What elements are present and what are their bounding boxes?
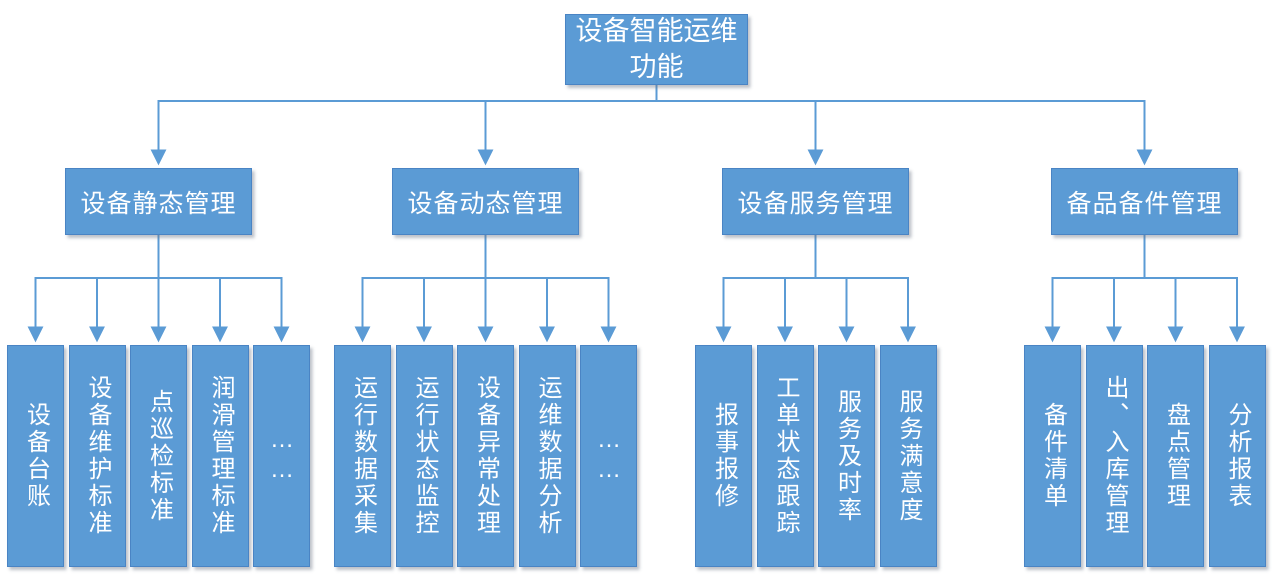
leaf-node-label: …… (595, 426, 623, 486)
branch-node-service-mgmt: 设备服务管理 (722, 168, 909, 235)
root-node-label: 设备智能运维功能 (575, 16, 738, 82)
leaf-node-label: 分析报表 (1224, 402, 1251, 510)
branch-node-label: 设备服务管理 (737, 189, 894, 218)
leaf-node-label: 点巡检标准 (145, 388, 173, 524)
leaf-node-dynamic-more: …… (580, 345, 637, 567)
leaf-node-equipment-ledger: 设备台账 (7, 345, 64, 567)
leaf-node-spareparts-list: 备件清单 (1024, 345, 1081, 567)
leaf-node-label: 设备台账 (22, 402, 50, 510)
leaf-node-label: 设备异常处理 (472, 375, 500, 537)
branch-node-dynamic-mgmt: 设备动态管理 (392, 168, 579, 235)
leaf-node-stocktaking-mgmt: 盘点管理 (1147, 345, 1204, 567)
leaf-node-label: 服务及时率 (833, 388, 861, 524)
leaf-node-anomaly-handling: 设备异常处理 (457, 345, 514, 567)
branch-node-spareparts-mgmt: 备品备件管理 (1051, 168, 1238, 235)
leaf-node-label: 报事报修 (710, 402, 738, 510)
branch-node-label: 设备静态管理 (80, 189, 237, 218)
leaf-node-label: 盘点管理 (1162, 402, 1190, 510)
leaf-node-label: 工单状态跟踪 (772, 375, 799, 537)
leaf-node-om-data-analysis: 运维数据分析 (518, 345, 576, 567)
leaf-node-label: 运行状态监控 (411, 375, 438, 537)
leaf-node-lubrication-standard: 润滑管理标准 (191, 345, 249, 567)
leaf-node-label: 设备维护标准 (84, 375, 111, 537)
leaf-node-label: 运维数据分析 (534, 375, 561, 537)
leaf-node-label: 运行数据采集 (349, 375, 377, 537)
leaf-node-workorder-tracking: 工单状态跟踪 (756, 345, 814, 567)
leaf-node-repair-report: 报事报修 (695, 345, 752, 567)
leaf-node-label: 润滑管理标准 (207, 375, 234, 537)
leaf-node-service-satisfaction: 服务满意度 (879, 345, 937, 567)
leaf-node-maintenance-standard: 设备维护标准 (68, 345, 126, 567)
leaf-node-label: 出、入库管理 (1101, 375, 1128, 537)
leaf-node-inspection-standard: 点巡检标准 (130, 345, 187, 567)
branch-node-label: 设备动态管理 (407, 189, 564, 218)
root-node: 设备智能运维功能 (565, 14, 748, 85)
leaf-node-inout-warehouse-mgmt: 出、入库管理 (1085, 345, 1143, 567)
leaf-node-data-collection: 运行数据采集 (334, 345, 391, 567)
leaf-node-label: 服务满意度 (895, 388, 922, 524)
leaf-node-label: …… (268, 426, 296, 486)
leaf-node-label: 备件清单 (1039, 402, 1067, 510)
leaf-node-status-monitoring: 运行状态监控 (395, 345, 453, 567)
branch-node-static-mgmt: 设备静态管理 (65, 168, 252, 235)
leaf-node-service-timeliness: 服务及时率 (818, 345, 875, 567)
branch-node-label: 备品备件管理 (1066, 189, 1223, 218)
leaf-node-static-more: …… (253, 345, 310, 567)
leaf-node-analysis-report: 分析报表 (1208, 345, 1266, 567)
